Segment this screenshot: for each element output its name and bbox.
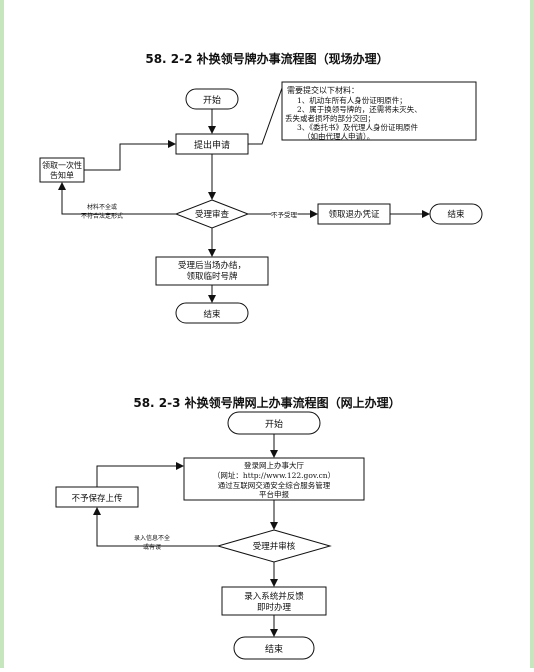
flow1-review-node: 受理审查 xyxy=(174,199,250,229)
flow2-end-node: 结束 xyxy=(233,636,315,660)
flow2-feedback-line2: 即时办理 xyxy=(257,602,292,613)
flow1-end-label: 结束 xyxy=(203,309,221,320)
flow2-incomplete-line1: 录入信息不全 xyxy=(134,534,170,542)
materials-line5: （如由代理人申请）。 xyxy=(303,131,374,141)
flow1-reject-line2: 不符合法定形式 xyxy=(81,212,123,220)
flowchart1-title: 58. 2-2 补换领号牌办事流程图（现场办理） xyxy=(145,51,388,66)
flow1-materials-note: 需要提交以下材料： 1、机动车所有人身份证明原件； 2、属于换领号牌的，还需将未… xyxy=(281,81,477,141)
flow2-arrow-incomplete xyxy=(93,507,218,547)
flow2-no-save-node: 不予保存上传 xyxy=(55,486,139,508)
flow2-start-node: 开始 xyxy=(227,411,321,435)
flow1-done-line2: 领取临时号牌 xyxy=(186,271,238,282)
flow2-review-node: 受理并审核 xyxy=(216,529,332,563)
flow2-end-label: 结束 xyxy=(265,643,283,655)
flow1-done-line1: 受理后当场办结， xyxy=(178,260,246,271)
flow1-apply-node: 提出申请 xyxy=(175,133,249,155)
flow1-note-connector xyxy=(248,87,283,145)
flow1-end-right-label: 结束 xyxy=(447,209,465,220)
flow2-start-label: 开始 xyxy=(265,418,283,430)
flow1-end-node: 结束 xyxy=(175,302,249,324)
materials-line4: 3、《委托书》及代理人身份证明原件 xyxy=(297,122,419,132)
flow1-done-node: 受理后当场办结， 领取临时号牌 xyxy=(155,256,269,286)
flow2-login-line1: 登录网上办事大厅 xyxy=(244,460,304,470)
flow1-refund-node: 领取退办凭证 xyxy=(317,203,391,225)
flow2-feedback-line1: 录入系统并反馈 xyxy=(244,591,304,602)
materials-line3: 丢失或者损坏的部分交回； xyxy=(285,113,375,123)
flow1-start-label: 开始 xyxy=(203,94,221,106)
materials-title: 需要提交以下材料： xyxy=(287,85,359,95)
flow2-login-line2: （网址：http://www.122.gov.cn） xyxy=(213,470,335,480)
materials-line2: 2、属于换领号牌的，还需将未灭失、 xyxy=(297,104,422,114)
flow2-login-node: 登录网上办事大厅 （网址：http://www.122.gov.cn） 通过互联… xyxy=(183,457,365,501)
flow1-apply-label: 提出申请 xyxy=(194,139,230,151)
flow1-not-accept-label: 不予受理 xyxy=(271,210,298,219)
flow1-refund-label: 领取退办凭证 xyxy=(328,209,380,220)
flow1-reject-line1: 材料不全或 xyxy=(87,203,117,211)
flow1-notice-node: 领取一次性 告知单 xyxy=(39,157,85,183)
flow1-review-label: 受理审查 xyxy=(195,209,230,220)
flow2-review-label: 受理并审核 xyxy=(253,541,296,552)
flow2-feedback-node: 录入系统并反馈 即时办理 xyxy=(221,586,327,616)
flow2-login-line3: 通过互联网交通安全综合服务管理 xyxy=(218,480,331,490)
flow2-login-line4: 平台申报 xyxy=(259,489,289,499)
flow2-arrow-no-save-login xyxy=(96,462,184,487)
left-border xyxy=(0,0,4,668)
flow2-no-save-label: 不予保存上传 xyxy=(71,493,123,504)
materials-line1: 1、机动车所有人身份证明原件； xyxy=(297,95,407,105)
flow1-arrow-reject xyxy=(58,182,176,215)
flow1-end-right-node: 结束 xyxy=(429,203,483,225)
flow1-notice-line1: 领取一次性 xyxy=(42,160,82,170)
flow2-incomplete-line2: 或有误 xyxy=(143,543,161,551)
flow1-start-node: 开始 xyxy=(185,88,239,110)
flow1-notice-line2: 告知单 xyxy=(50,170,74,180)
flow1-arrow-notice-apply xyxy=(84,140,176,171)
flowchart2-title: 58. 2-3 补换领号牌网上办事流程图（网上办理） xyxy=(133,395,400,410)
right-border xyxy=(530,0,534,668)
